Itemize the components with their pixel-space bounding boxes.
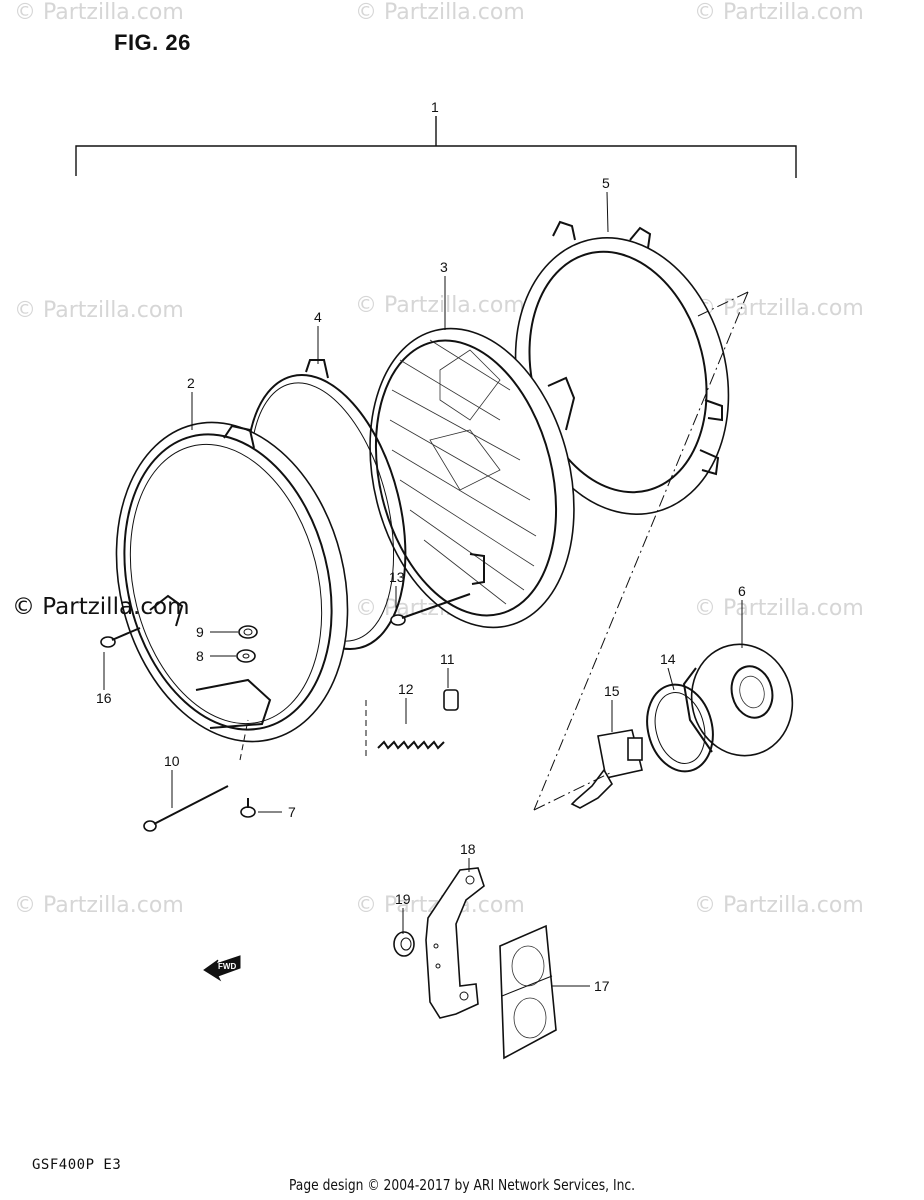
callout-11: 11: [440, 651, 455, 667]
part-14-clip-ring: [646, 683, 714, 773]
watermark: © Partzilla.com: [694, 0, 864, 25]
callout-2: 2: [187, 375, 195, 391]
leader-lines: [103, 191, 743, 987]
model-code: GSF400P E3: [32, 1157, 122, 1173]
callout-3: 3: [440, 259, 448, 275]
watermark: © Partzilla.com: [14, 893, 184, 918]
watermark-dark: © Partzilla.com: [12, 594, 190, 620]
watermark: © Partzilla.com: [355, 293, 525, 318]
part-9-nut: [238, 625, 258, 639]
callout-9: 9: [196, 624, 204, 640]
part-12-spring: [377, 740, 445, 750]
footer-copyright: Page design © 2004-2017 by ARI Network S…: [288, 1176, 636, 1194]
callout-12: 12: [398, 681, 414, 697]
assembly-bracket: [75, 116, 797, 178]
part-2-rim: [115, 421, 349, 743]
part-6-socket-housing: [682, 643, 794, 757]
watermark: © Partzilla.com: [14, 298, 184, 323]
part-10-screw: [143, 785, 229, 832]
callout-18: 18: [460, 841, 476, 857]
callout-17: 17: [594, 978, 610, 994]
callout-1: 1: [431, 99, 439, 115]
callout-8: 8: [196, 648, 204, 664]
part-13-screw: [390, 593, 471, 626]
callout-19: 19: [395, 891, 411, 907]
reference-lines: [239, 291, 749, 811]
part-16-screw: [100, 627, 141, 648]
watermark: © Partzilla.com: [14, 0, 184, 25]
callout-labels: 1 2 3 4 5 6 7 8 9 10 11 12 13 14 15 16 1…: [96, 99, 746, 994]
fwd-arrow-icon: FWD: [203, 955, 241, 982]
part-15-bulb: [570, 729, 643, 809]
watermark: © Partzilla.com: [355, 0, 525, 25]
callout-4: 4: [314, 309, 322, 325]
part-8-washer: [236, 649, 256, 663]
callout-15: 15: [604, 683, 620, 699]
figure-title: FIG. 26: [114, 30, 191, 55]
part-3-lens-unit: [369, 327, 576, 629]
callout-14: 14: [660, 651, 676, 667]
watermark: © Partzilla.com: [694, 296, 864, 321]
watermark: © Partzilla.com: [694, 893, 864, 918]
callout-13: 13: [389, 569, 405, 585]
callout-5: 5: [602, 175, 610, 191]
watermark: © Partzilla.com: [694, 596, 864, 621]
callout-6: 6: [738, 583, 746, 599]
fwd-label: FWD: [218, 962, 236, 971]
callout-10: 10: [164, 753, 180, 769]
part-11-nut: [443, 689, 459, 711]
part-18-bracket: [425, 867, 485, 1019]
callout-7: 7: [288, 804, 296, 820]
part-19-nut: [393, 931, 415, 957]
part-17-reflector: [499, 924, 557, 1060]
callout-16: 16: [96, 690, 112, 706]
part-7-screw: [240, 798, 256, 818]
